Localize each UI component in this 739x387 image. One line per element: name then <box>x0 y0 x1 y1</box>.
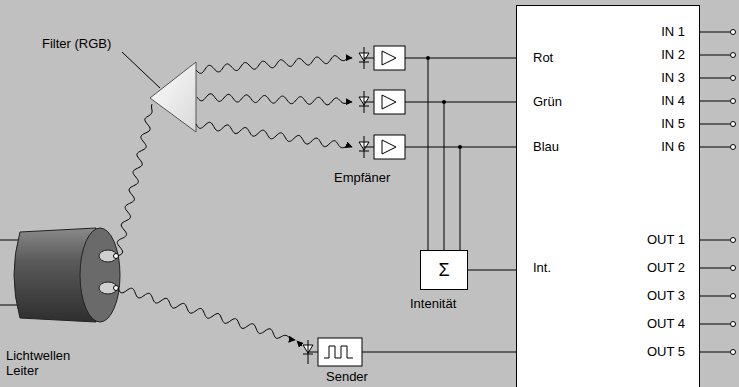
light-wave <box>197 94 352 105</box>
port-label: IN 3 <box>661 70 685 85</box>
port-label: Int. <box>533 260 551 275</box>
signal-wires <box>362 58 516 352</box>
port-label: OUT 5 <box>647 344 685 359</box>
port-label: OUT 1 <box>647 232 685 247</box>
junction-dots <box>426 56 462 149</box>
light-wave <box>196 122 352 147</box>
leader-line <box>122 52 160 88</box>
port-label: IN 1 <box>661 24 685 39</box>
port-label: OUT 4 <box>647 316 685 331</box>
sum-box: Σ <box>420 250 468 290</box>
part-label: Intenität <box>410 296 456 311</box>
pin-terminal <box>700 53 736 58</box>
port-label: Blau <box>533 139 559 154</box>
pin-terminal <box>700 122 736 127</box>
part-label: Lichtwellen Leiter <box>6 348 96 378</box>
port-label: OUT 2 <box>647 260 685 275</box>
pin-terminal <box>700 145 736 150</box>
signal-connector <box>468 270 516 271</box>
pin-terminal <box>700 99 736 104</box>
port-label: OUT 3 <box>647 288 685 303</box>
pin-terminal <box>700 322 736 327</box>
fiber-connector <box>14 228 120 322</box>
io-pins <box>700 30 736 355</box>
io-module-box: RotGrünBlauInt. IN 1 IN 2 IN 3 IN 4 IN 5 IN 6 O… <box>516 5 700 387</box>
receiver <box>359 90 405 114</box>
pin-terminal <box>700 266 736 271</box>
port-label: Grün <box>533 94 562 109</box>
light-wave <box>117 104 152 256</box>
prism-filter <box>150 62 196 132</box>
pin-terminal <box>700 350 736 355</box>
pin-terminal <box>700 30 736 35</box>
port-label: Rot <box>533 50 553 65</box>
pin-terminal <box>700 238 736 243</box>
receiver <box>359 135 405 159</box>
port-label: IN 4 <box>661 93 685 108</box>
light-wave <box>118 288 295 340</box>
port-label: IN 5 <box>661 116 685 131</box>
sender-symbol <box>297 338 362 366</box>
port-label: IN 2 <box>661 47 685 62</box>
pin-terminal <box>700 76 736 81</box>
port-label: IN 6 <box>661 139 685 154</box>
part-label: Sender <box>326 369 368 384</box>
light-wave <box>196 56 352 74</box>
part-label: Filter (RGB) <box>42 36 111 51</box>
cable-line <box>0 240 20 241</box>
receiver-symbols <box>359 46 405 159</box>
light-waves <box>117 56 352 340</box>
part-label: Empfäner <box>334 170 390 185</box>
receiver <box>359 46 405 70</box>
sum-symbol: Σ <box>438 260 449 280</box>
pin-terminal <box>700 294 736 299</box>
